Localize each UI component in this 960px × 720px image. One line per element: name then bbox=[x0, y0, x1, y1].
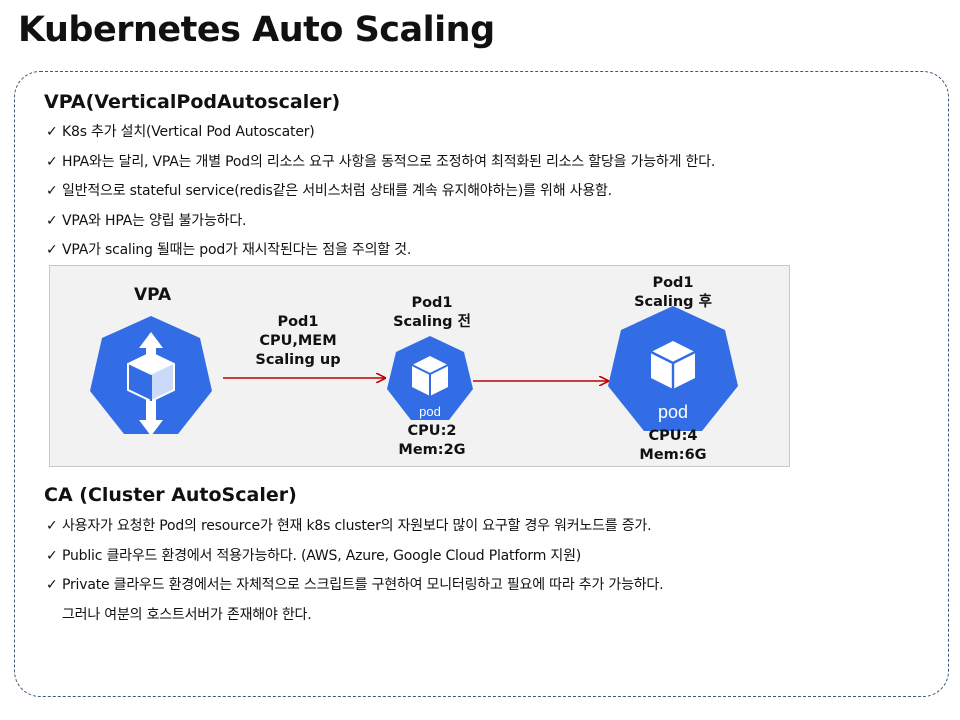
pod-after-cube-icon bbox=[650, 341, 696, 389]
list-item: ✓Public 클라우드 환경에서 적용가능하다. (AWS, Azure, G… bbox=[46, 542, 663, 572]
list-item: ✓VPA와 HPA는 양립 불가능하다. bbox=[46, 207, 715, 237]
pod-after-title: Pod1 Scaling 후 bbox=[634, 275, 712, 310]
check-icon: ✓ bbox=[46, 124, 58, 140]
vpa-bullet-list: ✓K8s 추가 설치(Vertical Pod Autoscater) ✓HPA… bbox=[46, 118, 715, 266]
vpa-label: VPA bbox=[134, 285, 172, 305]
arrow-label: Pod1 CPU,MEM Scaling up bbox=[255, 314, 341, 368]
vpa-diagram: pod pod VPA Pod1 CPU,MEM Scaling up Pod1… bbox=[49, 265, 790, 467]
list-item: ✓일반적으로 stateful service(redis같은 서비스처럼 상태… bbox=[46, 177, 715, 207]
check-icon: ✓ bbox=[46, 183, 58, 199]
ca-heading: CA (Cluster AutoScaler) bbox=[44, 484, 297, 506]
list-item: ✓사용자가 요청한 Pod의 resource가 현재 k8s cluster의… bbox=[46, 512, 663, 542]
check-icon: ✓ bbox=[46, 547, 58, 564]
list-item-continuation: 그러나 여분의 호스트서버가 존재해야 한다. bbox=[62, 606, 312, 623]
list-item: ✓HPA와는 달리, VPA는 개별 Pod의 리소스 요구 사항을 동적으로 … bbox=[46, 148, 715, 178]
pod-after-text: pod bbox=[658, 402, 688, 422]
ca-bullet-list: ✓사용자가 요청한 Pod의 resource가 현재 k8s cluster의… bbox=[46, 512, 664, 630]
check-icon: ✓ bbox=[46, 518, 58, 534]
vpa-heading: VPA(VerticalPodAutoscaler) bbox=[44, 91, 341, 113]
check-icon: ✓ bbox=[46, 153, 58, 170]
pod-before-title: Pod1 Scaling 전 bbox=[393, 295, 471, 330]
pod-after-specs: CPU:4 Mem:6G bbox=[639, 428, 707, 463]
diagram-graphic: pod pod bbox=[90, 306, 738, 436]
pod-before-text: pod bbox=[419, 404, 441, 419]
list-item: ✓Private 클라우드 환경에서는 자체적으로 스크립트를 구현하여 모니터… bbox=[46, 571, 664, 601]
pod-before-specs: CPU:2 Mem:2G bbox=[398, 423, 466, 458]
check-icon: ✓ bbox=[46, 242, 58, 258]
content-panel bbox=[14, 71, 949, 697]
vertical-resize-icon bbox=[127, 332, 175, 436]
list-item: ✓K8s 추가 설치(Vertical Pod Autoscater) bbox=[46, 118, 715, 148]
pod-before-cube-icon bbox=[411, 356, 449, 396]
check-icon: ✓ bbox=[46, 577, 58, 593]
page-title: Kubernetes Auto Scaling bbox=[18, 10, 495, 50]
check-icon: ✓ bbox=[46, 212, 58, 229]
list-item: ✓VPA가 scaling 될때는 pod가 재시작된다는 점을 주의할 것. bbox=[46, 236, 715, 266]
